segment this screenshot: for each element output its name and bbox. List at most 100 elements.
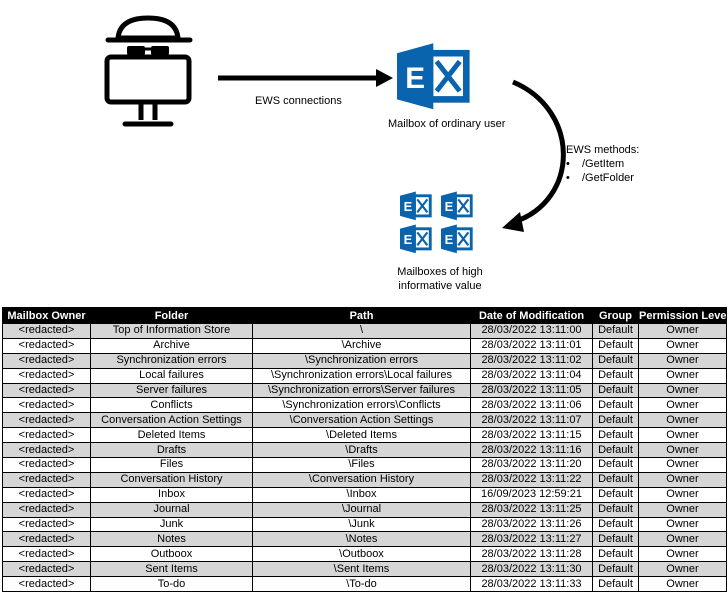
cell-group: Default xyxy=(592,352,639,369)
cell-path: \Deleted Items xyxy=(252,427,471,444)
cell-permission-level: Owner xyxy=(638,516,727,533)
cell-mailbox-owner: <redacted> xyxy=(2,382,91,399)
cell-permission-level: Owner xyxy=(638,457,727,473)
cell-date: 28/03/2022 13:11:00 xyxy=(470,323,593,339)
cell-path: \ xyxy=(252,323,471,339)
ews-method-item: •/GetFolder xyxy=(566,172,634,184)
cell-path: \Conversation History xyxy=(252,471,471,488)
cell-group: Default xyxy=(592,323,639,339)
cell-date: 28/03/2022 13:11:05 xyxy=(470,382,593,399)
cell-folder: Inbox xyxy=(90,486,253,503)
cell-date: 28/03/2022 13:11:07 xyxy=(470,412,593,429)
cell-mailbox-owner: <redacted> xyxy=(2,486,91,503)
ews-connections-arrow xyxy=(218,69,393,87)
cell-permission-level: Owner xyxy=(638,367,727,384)
table-body: <redacted>Top of Information Store\28/03… xyxy=(2,323,727,593)
cell-mailbox-owner: <redacted> xyxy=(2,397,91,414)
table-header-row: Mailbox Owner Folder Path Date of Modifi… xyxy=(2,307,727,324)
cell-mailbox-owner: <redacted> xyxy=(2,427,91,444)
cell-permission-level: Owner xyxy=(638,471,727,488)
cell-folder: Junk xyxy=(90,516,253,533)
cell-folder: Archive xyxy=(90,337,253,354)
cell-folder: Conflicts xyxy=(90,397,253,414)
cell-group: Default xyxy=(592,576,639,593)
cell-permission-level: Owner xyxy=(638,323,727,339)
cell-group: Default xyxy=(592,531,639,548)
table-row: <redacted>Synchronization errors\Synchro… xyxy=(2,352,727,369)
cell-group: Default xyxy=(592,367,639,384)
cell-mailbox-owner: <redacted> xyxy=(2,323,91,339)
cell-folder: Server failures xyxy=(90,382,253,399)
cell-group: Default xyxy=(592,546,639,563)
cell-mailbox-owner: <redacted> xyxy=(2,561,91,578)
cell-group: Default xyxy=(592,516,639,533)
table-row: <redacted>Top of Information Store\28/03… xyxy=(2,323,727,339)
cell-mailbox-owner: <redacted> xyxy=(2,412,91,429)
ews-diagram: E xyxy=(104,15,639,292)
cell-folder: Deleted Items xyxy=(90,427,253,444)
table-row: <redacted>Server failures\Synchronizatio… xyxy=(2,382,727,399)
cell-folder: Local failures xyxy=(90,367,253,384)
cell-path: \Synchronization errors\Local failures xyxy=(252,367,471,384)
exchange-logos-group-icon xyxy=(398,190,474,255)
cell-mailbox-owner: <redacted> xyxy=(2,367,91,384)
cell-path: \Sent Items xyxy=(252,561,471,578)
cell-mailbox-owner: <redacted> xyxy=(2,546,91,563)
cell-path: \To-do xyxy=(252,576,471,593)
cell-permission-level: Owner xyxy=(638,531,727,548)
ews-methods-list: •/GetItem •/GetFolder xyxy=(566,157,639,185)
cell-folder: Drafts xyxy=(90,442,253,459)
cell-date: 28/03/2022 13:11:06 xyxy=(470,397,593,414)
cell-permission-level: Owner xyxy=(638,412,727,429)
cell-path: \Archive xyxy=(252,337,471,354)
exchange-logo-icon xyxy=(397,43,470,109)
cell-permission-level: Owner xyxy=(638,546,727,563)
cell-date: 28/03/2022 13:11:30 xyxy=(470,561,593,578)
cell-permission-level: Owner xyxy=(638,442,727,459)
cell-group: Default xyxy=(592,486,639,503)
cell-group: Default xyxy=(592,442,639,459)
cell-path: \Synchronization errors\Server failures xyxy=(252,382,471,399)
cell-folder: Sent Items xyxy=(90,561,253,578)
cell-permission-level: Owner xyxy=(638,337,727,354)
table-row: <redacted>Conversation History\Conversat… xyxy=(2,471,727,488)
cell-date: 28/03/2022 13:11:27 xyxy=(470,531,593,548)
high-value-mailboxes-label: Mailboxes of high informative value xyxy=(397,266,483,292)
cell-date: 28/03/2022 13:11:01 xyxy=(470,337,593,354)
cell-path: \Journal xyxy=(252,501,471,518)
cell-folder: To-do xyxy=(90,576,253,593)
cell-group: Default xyxy=(592,412,639,429)
cell-path: \Synchronization errors xyxy=(252,352,471,369)
ews-methods-box: EWS methods: •/GetItem •/GetFolder xyxy=(566,143,639,185)
cell-path: \Outboox xyxy=(252,546,471,563)
ordinary-user-mailbox-label: Mailbox of ordinary user xyxy=(388,118,506,130)
column-header-date-of-modification: Date of Modification xyxy=(470,307,593,324)
cell-group: Default xyxy=(592,471,639,488)
cell-mailbox-owner: <redacted> xyxy=(2,576,91,593)
cell-path: \Files xyxy=(252,457,471,473)
cell-folder: Outboox xyxy=(90,546,253,563)
table-row: <redacted>Conversation Action Settings\C… xyxy=(2,412,727,429)
cell-group: Default xyxy=(592,337,639,354)
ews-methods-title: EWS methods: xyxy=(566,144,640,156)
cell-permission-level: Owner xyxy=(638,576,727,593)
table-row: <redacted>Conflicts\Synchronization erro… xyxy=(2,397,727,414)
cell-permission-level: Owner xyxy=(638,486,727,503)
cell-mailbox-owner: <redacted> xyxy=(2,337,91,354)
cell-permission-level: Owner xyxy=(638,427,727,444)
cell-folder: Conversation Action Settings xyxy=(90,412,253,429)
cell-mailbox-owner: <redacted> xyxy=(2,457,91,473)
cell-mailbox-owner: <redacted> xyxy=(2,501,91,518)
cell-folder: Synchronization errors xyxy=(90,352,253,369)
cell-date: 28/03/2022 13:11:02 xyxy=(470,352,593,369)
column-header-mailbox-owner: Mailbox Owner xyxy=(2,307,91,324)
column-header-path: Path xyxy=(252,307,471,324)
